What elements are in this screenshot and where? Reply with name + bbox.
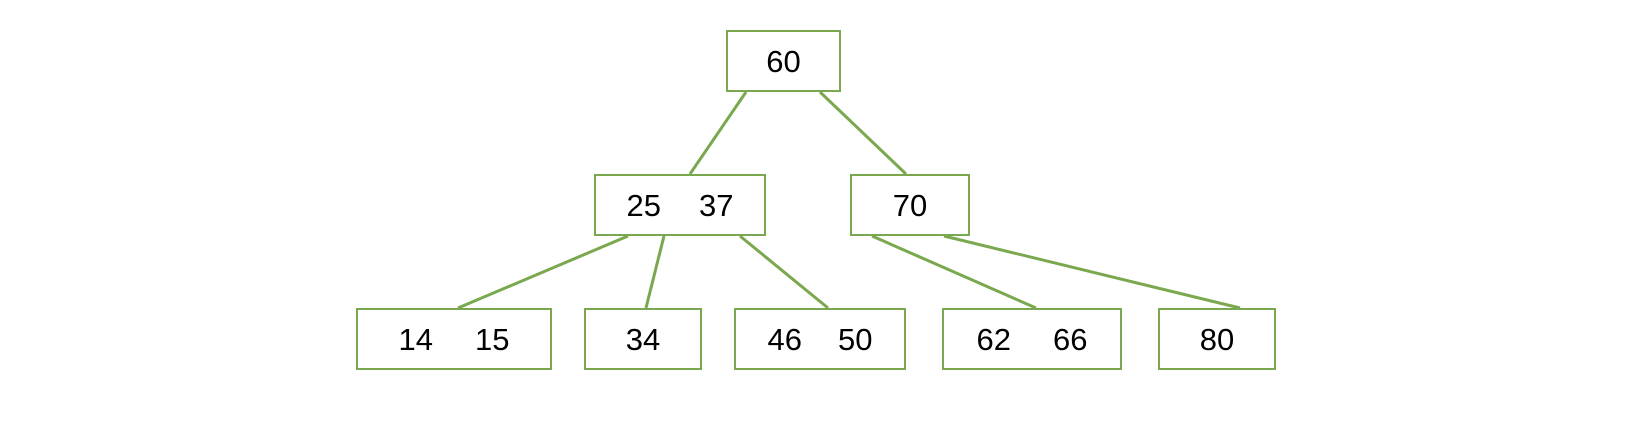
tree-node-root[interactable]: 60 [726,30,841,92]
node-key: 70 [892,187,928,223]
node-key: 34 [625,321,661,357]
node-key: 37 [699,187,734,223]
tree-edge-internal-right-to-leaf-5 [943,234,1241,310]
node-key: 80 [1199,321,1235,357]
tree-edge-internal-left-to-leaf-1 [457,234,629,310]
node-key: 15 [475,321,510,357]
node-key-group: 80 [1160,310,1274,368]
tree-edge-root-to-internal-left [688,91,748,175]
tree-node-leaf-5[interactable]: 80 [1158,308,1276,370]
tree-edge-internal-right-to-leaf-4 [871,234,1037,310]
tree-node-leaf-1[interactable]: 14 15 [356,308,552,370]
node-key-group: 34 [586,310,700,368]
node-key: 60 [766,43,801,79]
node-key: 50 [838,321,873,357]
tree-edge-internal-left-to-leaf-2 [644,235,666,309]
tree-node-internal-right[interactable]: 70 [850,174,970,236]
tree-edge-root-to-internal-right [818,90,908,176]
tree-node-internal-left[interactable]: 25 37 [594,174,766,236]
node-key-group: 46 50 [736,310,904,368]
tree-edge-internal-left-to-leaf-3 [739,234,829,310]
node-key: 25 [626,187,661,223]
node-key: 46 [767,321,802,357]
node-key: 62 [976,321,1011,357]
node-key: 66 [1053,321,1088,357]
tree-node-leaf-3[interactable]: 46 50 [734,308,906,370]
tree-node-leaf-4[interactable]: 62 66 [942,308,1122,370]
node-key: 14 [398,321,433,357]
node-key-group: 14 15 [358,310,550,368]
node-key-group: 62 66 [944,310,1120,368]
node-key-group: 60 [728,32,839,90]
node-key-group: 25 37 [596,176,764,234]
node-key-group: 70 [852,176,968,234]
tree-node-leaf-2[interactable]: 34 [584,308,702,370]
